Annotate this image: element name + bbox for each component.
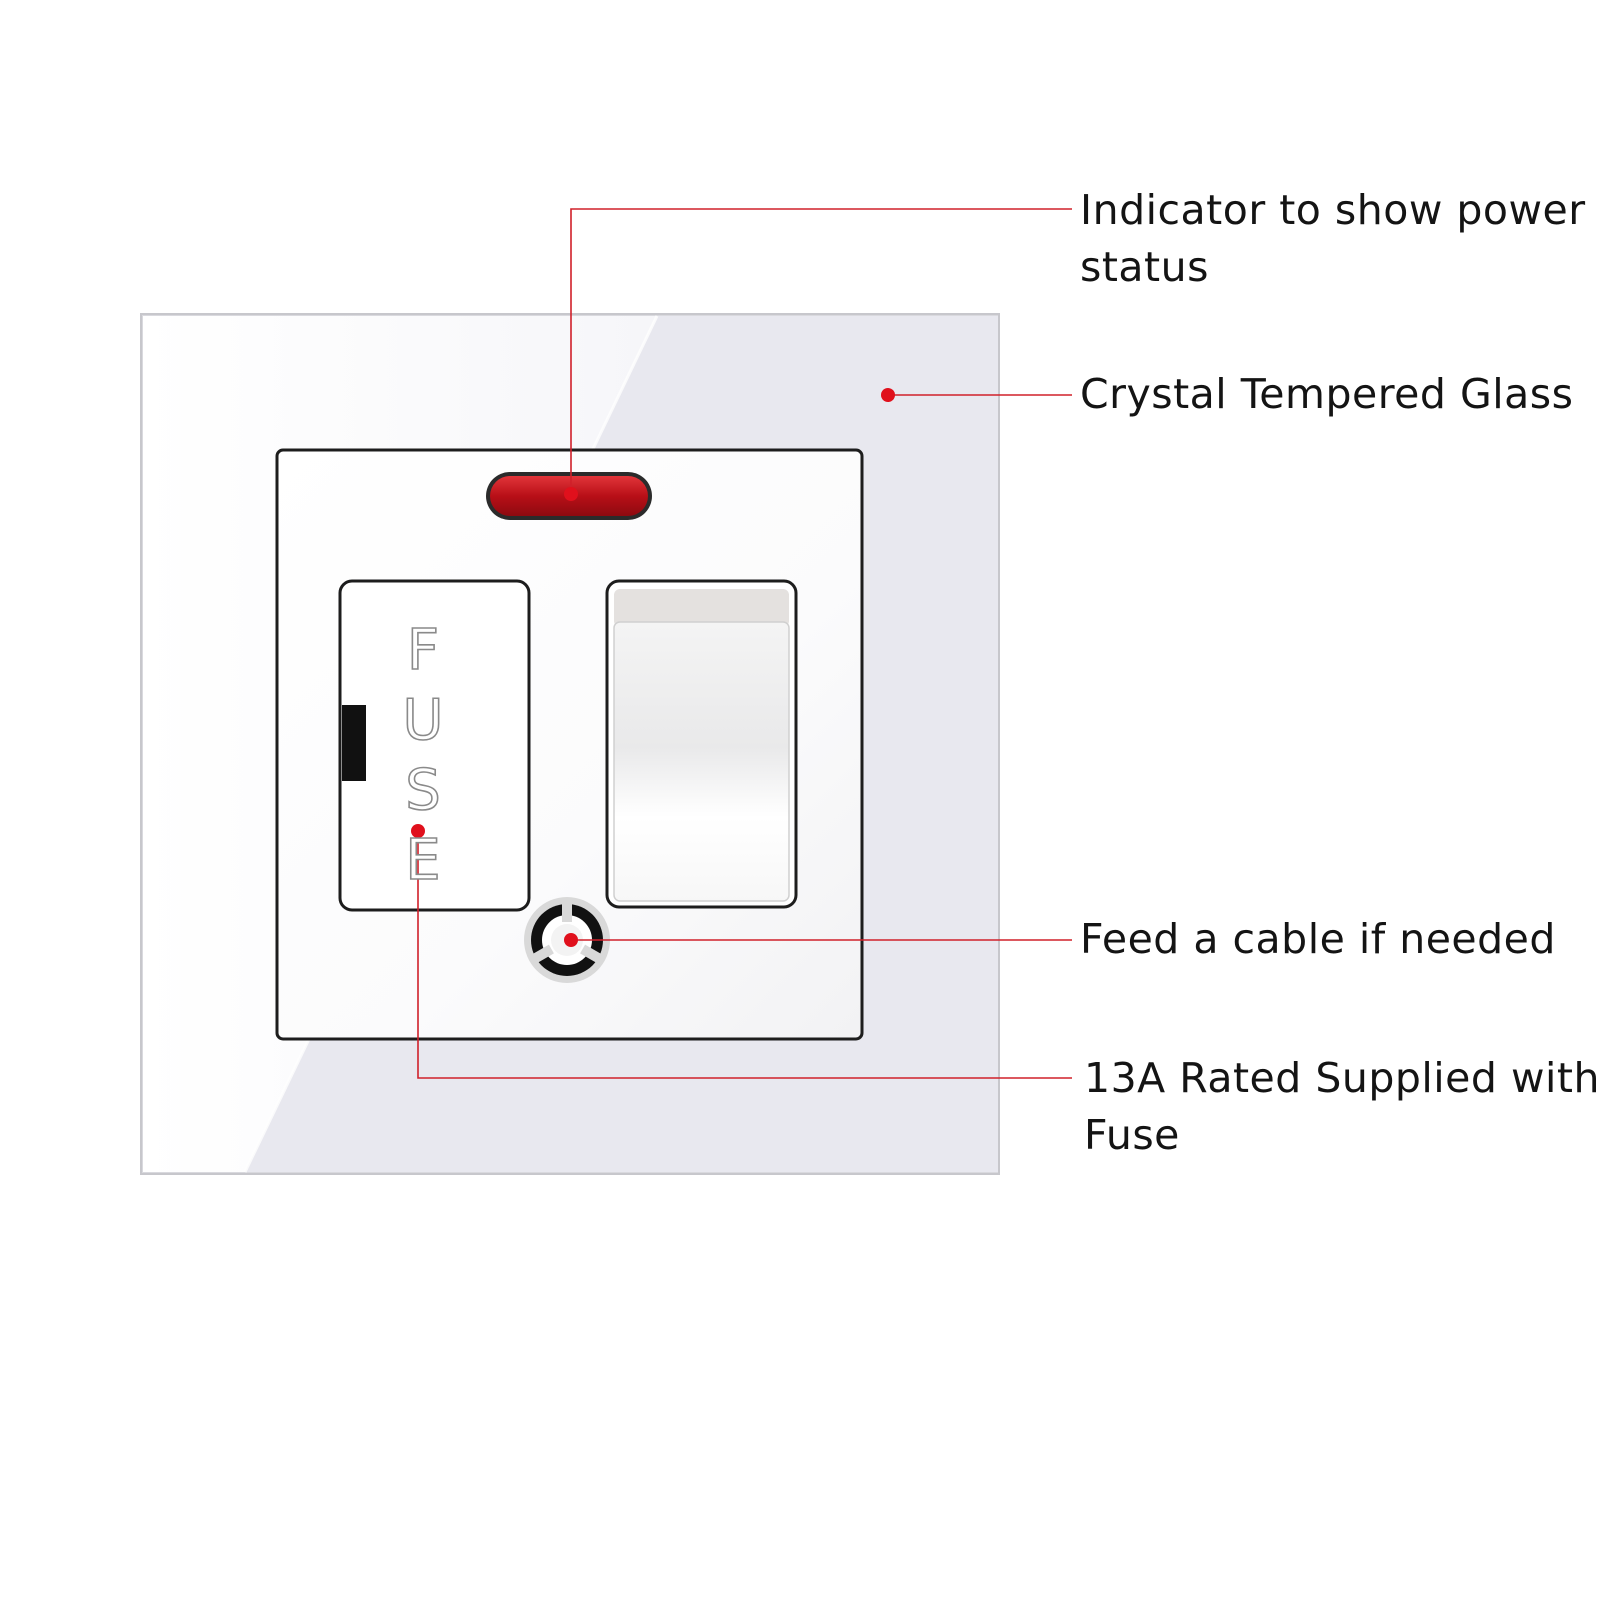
callout-glass-line1: Crystal Tempered Glass [1080,370,1574,418]
callout-leader-cable [564,933,1072,947]
callout-leader-fuse [411,824,1072,1079]
callout-leader-indicator [564,208,1072,501]
callout-fuse: 13A Rated Supplied with Fuse [1084,1050,1600,1164]
callout-indicator: Indicator to show power status [1080,182,1586,296]
fuse-letter-s: S [404,757,441,824]
rocker-switch [605,579,798,909]
fuse-letter-u: U [402,687,445,754]
cable-outlet-grommet [524,897,610,983]
fuse-letter-e: E [404,827,441,894]
callout-fuse-line2: Fuse [1084,1111,1180,1159]
fuse-cover-label: F U S E [398,616,448,896]
callout-indicator-line2: status [1080,243,1209,291]
fuse-letter-f: F [406,617,440,684]
callout-cable: Feed a cable if needed [1080,911,1556,968]
callout-indicator-line1: Indicator to show power [1080,186,1586,234]
callout-cable-line1: Feed a cable if needed [1080,915,1556,963]
callout-glass: Crystal Tempered Glass [1080,366,1573,423]
callout-fuse-line1: 13A Rated Supplied with [1084,1054,1600,1102]
callout-leader-glass [881,388,1072,402]
fuse-carrier-cover [338,579,531,912]
